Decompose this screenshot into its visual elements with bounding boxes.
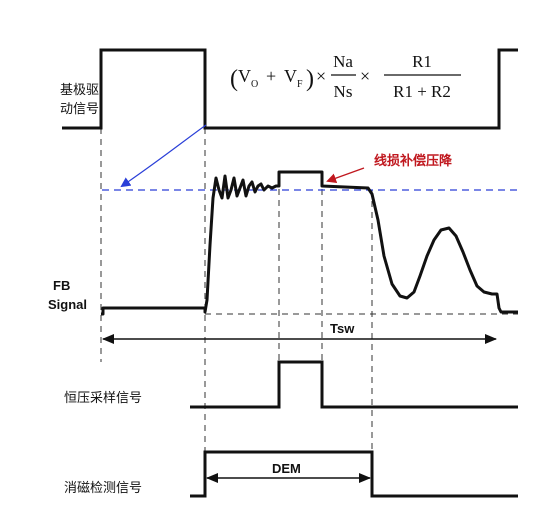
formula-frac2-num: R1	[412, 52, 432, 71]
formula-vo-sub: O	[251, 79, 258, 90]
demag-detect-waveform	[190, 450, 518, 498]
formula-times-1: ×	[316, 66, 326, 86]
formula-frac2-den: R1 + R2	[393, 82, 451, 101]
base-drive-label-line2: 动信号	[60, 102, 99, 117]
base-drive-label-line1: 基极驱	[60, 83, 99, 98]
base-drive-waveform	[62, 48, 518, 130]
fb-label-line1: FB	[53, 278, 70, 293]
line-loss-arrow	[326, 167, 365, 183]
formula-frac1-num: Na	[333, 52, 353, 71]
formula-vo: V	[238, 66, 251, 86]
demag-detect-label: 消磁检测信号	[64, 481, 142, 496]
cv-sampling-label: 恒压采样信号	[64, 391, 142, 406]
formula-lparen: (	[230, 66, 238, 92]
formula-vf-sub: F	[297, 79, 303, 90]
dem-label: DEM	[272, 461, 301, 476]
fb-label-line2: Signal	[48, 297, 87, 312]
formula-vf: V	[284, 66, 297, 86]
tsw-label: Tsw	[330, 321, 355, 336]
formula-plus: +	[266, 66, 276, 86]
vertical-guides	[100, 128, 373, 502]
feedback-formula: ( V O + V F ) × Na Ns × R1 R1 + R2	[230, 52, 461, 101]
formula-pointer-arrow	[120, 124, 207, 188]
formula-rparen: )	[306, 66, 314, 92]
formula-frac1-den: Ns	[334, 82, 353, 101]
line-loss-comp-label: 线损补偿压降	[374, 153, 453, 169]
cv-sampling-waveform	[190, 360, 518, 409]
formula-times-2: ×	[360, 66, 370, 86]
fb-signal-waveform	[101, 170, 518, 316]
